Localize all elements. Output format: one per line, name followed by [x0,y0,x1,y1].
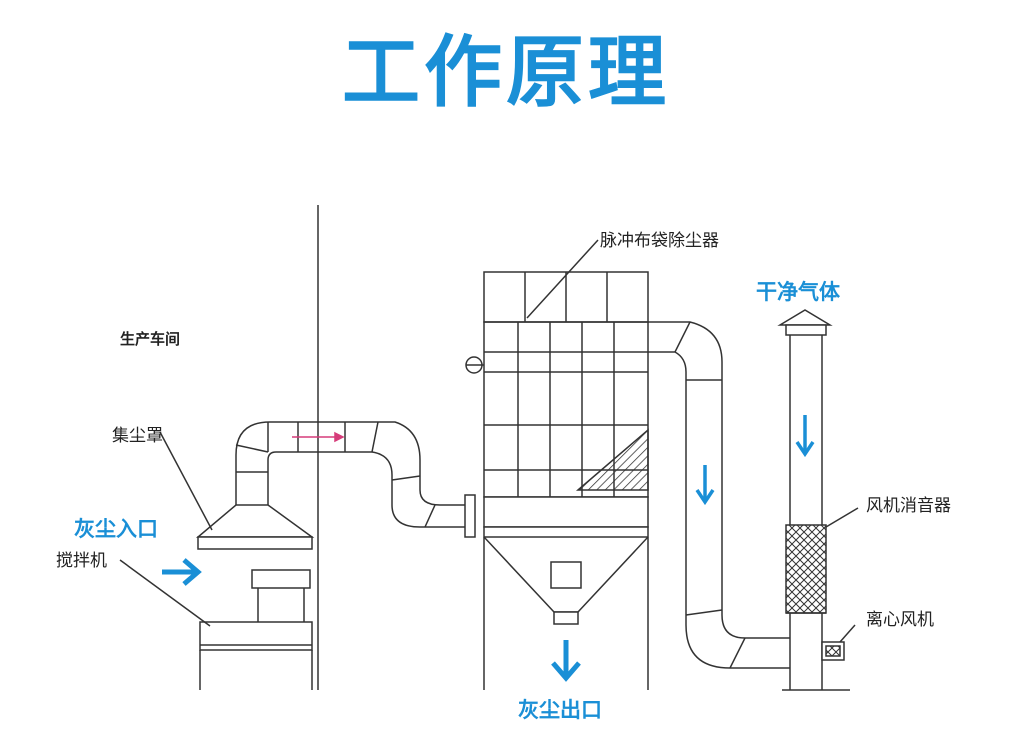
down-arrow-outlet [551,640,581,682]
label-fan: 离心风机 [866,610,934,630]
label-dust-inlet: 灰尘入口 [74,517,158,541]
dust-inlet-arrow [162,558,202,586]
label-bag-filter: 脉冲布袋除尘器 [600,231,719,251]
bag-filter [465,271,649,690]
mixer [199,569,313,690]
blue-arrows [162,415,815,682]
label-workshop: 生产车间 [120,330,181,348]
outlet-duct [648,321,790,669]
label-silencer: 风机消音器 [866,496,951,516]
inlet-duct [235,421,476,538]
dust-hood [195,504,315,550]
label-dust-hood: 集尘罩 [112,426,163,446]
label-mixer: 搅拌机 [56,551,107,571]
down-arrow-duct [695,465,715,506]
flow-arrow [292,431,345,443]
chimney [777,309,850,691]
page-title: 工作原理 [341,28,670,118]
leader-lines [119,239,859,643]
down-arrow-stack [795,415,815,458]
label-clean-gas: 干净气体 [756,280,840,304]
label-dust-outlet: 灰尘出口 [518,698,602,722]
